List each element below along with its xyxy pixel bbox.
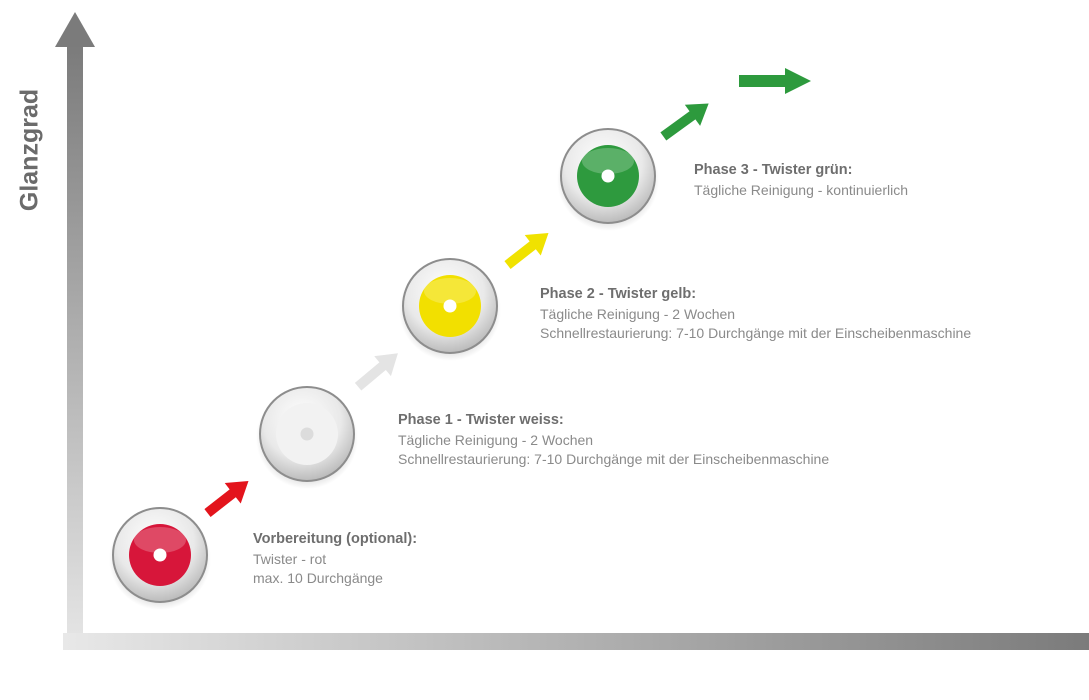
y-axis: [55, 12, 95, 650]
stage-phase1-title: Phase 1 - Twister weiss:: [398, 412, 564, 428]
arrow-phase3-up: [660, 103, 709, 141]
stage-phase3-text: Phase 3 - Twister grün: Tägliche Reinigu…: [694, 161, 908, 200]
y-axis-arrowhead: [55, 12, 95, 47]
y-axis-label: Glanzgrad: [15, 88, 44, 212]
stage-phase2-line-1: Tägliche Reinigung - 2 Wochen: [540, 306, 736, 322]
pad-phase2: [399, 258, 501, 361]
arrow-prep-to-phase1: [204, 480, 249, 517]
stage-phase2-line-2: Schnellrestaurierung: 7-10 Durchgänge mi…: [540, 325, 972, 341]
stage-phase1-line-1: Tägliche Reinigung - 2 Wochen: [398, 432, 594, 448]
y-axis-line: [67, 45, 83, 650]
stage-phase2-text: Phase 2 - Twister gelb: Tägliche Reinigu…: [540, 285, 971, 343]
arrow-phase3-right: [739, 68, 811, 94]
pad-phase3: [557, 128, 659, 231]
pad-prep: [109, 507, 211, 610]
stage-prep-text: Vorbereitung (optional): Twister - rot m…: [253, 530, 417, 588]
progress-arrow-5: [739, 68, 811, 94]
stage-phase3-line-1: Tägliche Reinigung - kontinuierlich: [694, 182, 909, 198]
stage-phase1-line-2: Schnellrestaurierung: 7-10 Durchgänge mi…: [398, 451, 830, 467]
arrow-phase1-to-phase2: [354, 353, 398, 391]
progress-arrow-4: [660, 103, 709, 141]
stage-prep-line-1: Twister - rot: [253, 551, 327, 567]
stage-phase3-title: Phase 3 - Twister grün:: [694, 162, 853, 178]
stage-phase1-text: Phase 1 - Twister weiss: Tägliche Reinig…: [398, 411, 829, 469]
progress-arrow-1: [204, 480, 249, 517]
stage-prep-line-2: max. 10 Durchgänge: [253, 570, 383, 586]
progress-arrow-2: [354, 353, 398, 391]
x-axis-line: [63, 633, 1089, 650]
arrow-phase2-to-phase3: [504, 232, 549, 269]
pad-phase1: [256, 386, 358, 489]
progress-arrow-3: [504, 232, 549, 269]
stage-phase2-title: Phase 2 - Twister gelb:: [540, 286, 697, 302]
stage-prep-title: Vorbereitung (optional):: [253, 531, 418, 547]
